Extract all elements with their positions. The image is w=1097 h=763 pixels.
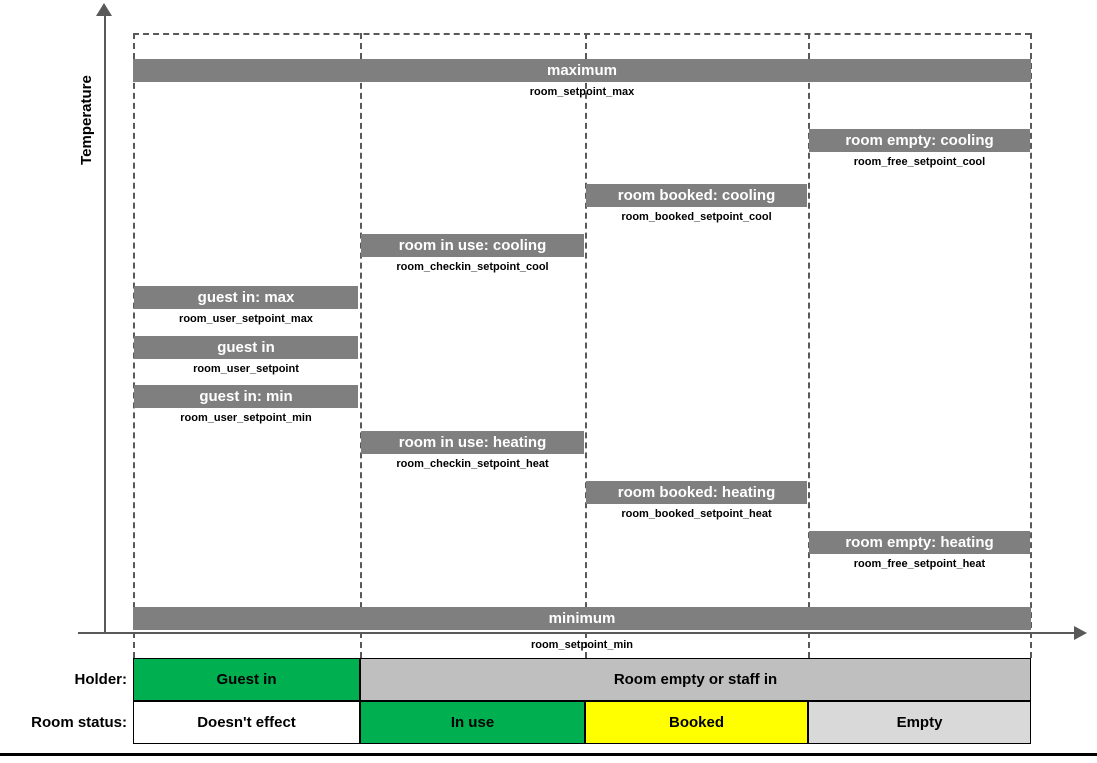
sub-label-room-empty-cooling: room_free_setpoint_cool: [853, 155, 986, 168]
status-cell-empty: Empty: [808, 701, 1031, 744]
status-cell-doesnt-effect: Doesn't effect: [133, 701, 360, 744]
sub-label-maximum: room_setpoint_max: [529, 85, 635, 98]
holder-cell-room-empty-or-staff-in: Room empty or staff in: [360, 658, 1031, 701]
bar-minimum: minimum: [133, 607, 1031, 630]
bar-guest-in: guest in: [134, 336, 358, 359]
bar-room-empty-heating: room empty: heating: [809, 531, 1030, 554]
status-cell-booked: Booked: [585, 701, 808, 744]
bar-room-empty-cooling: room empty: cooling: [809, 129, 1030, 152]
bar-room-in-use-heating: room in use: heating: [361, 431, 584, 454]
bar-maximum: maximum: [133, 59, 1031, 82]
holder-cell-guest-in: Guest in: [133, 658, 360, 701]
dashed-divider-3: [585, 33, 587, 658]
status-cell-in-use: In use: [360, 701, 585, 744]
dashed-divider-2: [360, 33, 362, 658]
dashed-divider-4: [808, 33, 810, 658]
bar-guest-in-min: guest in: min: [134, 385, 358, 408]
sub-label-room-empty-heating: room_free_setpoint_heat: [853, 557, 986, 570]
sub-label-guest-in: room_user_setpoint: [193, 362, 299, 375]
y-axis-arrowhead-icon: [96, 3, 112, 16]
sub-label-guest-in-min: room_user_setpoint_min: [180, 411, 312, 424]
sub-label-guest-in-max: room_user_setpoint_max: [179, 312, 313, 325]
dashed-divider-5: [1030, 33, 1032, 658]
y-axis-label: Temperature: [78, 75, 95, 165]
bar-room-booked-heating: room booked: heating: [586, 481, 807, 504]
holder-row-label: Holder:: [74, 671, 128, 688]
x-axis: [78, 632, 1076, 634]
bar-room-booked-cooling: room booked: cooling: [586, 184, 807, 207]
sub-label-room-booked-cooling: room_booked_setpoint_cool: [621, 210, 772, 223]
room-status-row-label: Room status:: [31, 714, 127, 731]
bottom-divider: [0, 753, 1097, 756]
y-axis: [104, 14, 106, 634]
bar-guest-in-max: guest in: max: [134, 286, 358, 309]
dashed-top-line: [133, 33, 1031, 35]
bar-room-in-use-cooling: room in use: cooling: [361, 234, 584, 257]
sub-label-room-in-use-heating: room_checkin_setpoint_heat: [396, 457, 549, 470]
sub-label-minimum: room_setpoint_min: [530, 638, 634, 651]
x-axis-arrowhead-icon: [1074, 626, 1087, 640]
sub-label-room-in-use-cooling: room_checkin_setpoint_cool: [396, 260, 549, 273]
sub-label-room-booked-heating: room_booked_setpoint_heat: [621, 507, 772, 520]
